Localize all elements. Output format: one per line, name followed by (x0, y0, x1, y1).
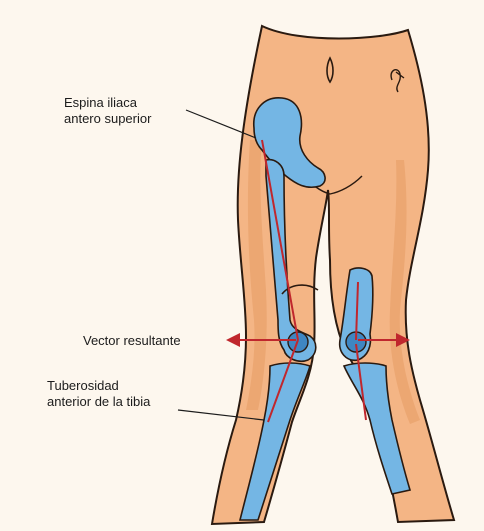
body-silhouette (212, 26, 454, 524)
right-vector-arrow-head (226, 333, 240, 347)
vector-label-text: Vector resultante (83, 333, 181, 349)
espina-label-line1: Espina iliaca (64, 95, 151, 111)
tuberosidad-label-line2: anterior de la tibia (47, 394, 150, 410)
vector-resultante-label: Vector resultante (83, 333, 181, 349)
tuberosidad-label-line1: Tuberosidad (47, 378, 150, 394)
espina-iliaca-label: Espina iliaca antero superior (64, 95, 151, 127)
tuberosidad-label: Tuberosidad anterior de la tibia (47, 378, 150, 410)
espina-label-line2: antero superior (64, 111, 151, 127)
